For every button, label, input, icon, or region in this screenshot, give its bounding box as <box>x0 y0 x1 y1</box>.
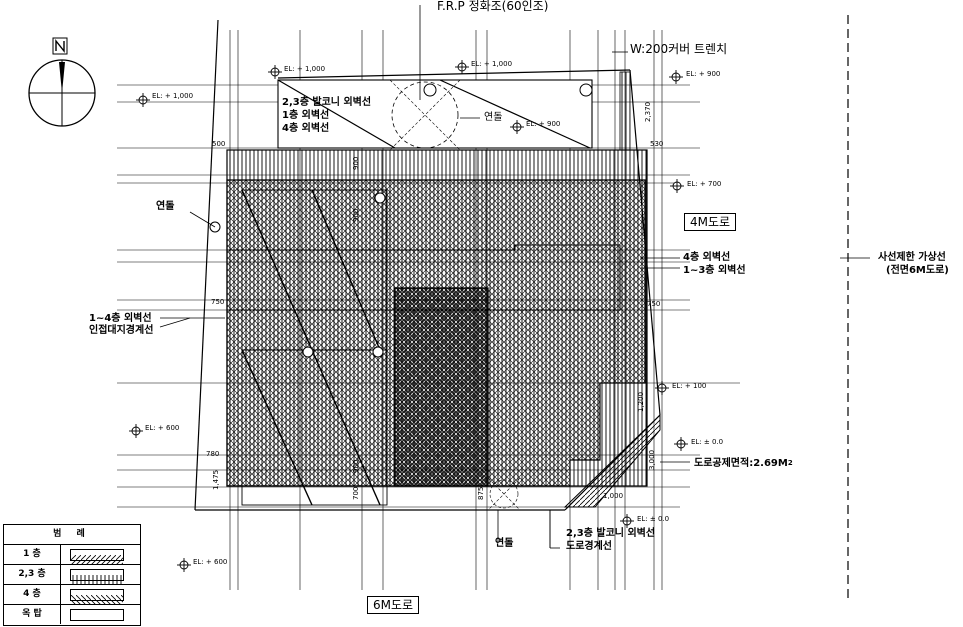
dimension-label: 1,000 <box>603 492 624 500</box>
septic-area <box>277 5 593 151</box>
dimension-label: 750 <box>211 298 225 306</box>
elevation-label: EL: + 900 <box>526 120 561 128</box>
chimney-label-bottom: 연돌 <box>495 538 514 549</box>
wall-13f-label-right: 1~3층 외벽선 <box>683 265 746 276</box>
dimension-label: 1,200 <box>637 391 645 412</box>
chimney-label-top: 연돌 <box>484 112 503 123</box>
dimension-label: 900 <box>352 156 360 170</box>
wall-4f-label-top: 4층 외벽선 <box>282 123 330 134</box>
legend-row-name: 4 층 <box>4 585 61 604</box>
building-floors <box>209 149 661 511</box>
legend-row: 4 층 <box>4 584 140 605</box>
balcony-23-label-bottom: 2,3층 발코니 외벽선 <box>566 528 656 539</box>
legend-swatch-23f <box>70 569 124 585</box>
road-6m-label: 6M도로 <box>367 596 420 614</box>
legend-row: 옥 탑 <box>4 604 140 624</box>
dimension-label: 900 <box>352 459 360 473</box>
boundary-label-left: 인접대지경계선 <box>89 325 154 336</box>
legend-row-name: 2,3 층 <box>4 565 61 584</box>
sightline-label-2: (전면6M도로) <box>886 265 949 276</box>
legend-swatch-4f <box>70 589 124 605</box>
legend-row: 1 층 <box>4 544 140 565</box>
dimension-label: 530 <box>650 140 664 148</box>
floor-4-hatch <box>394 287 489 487</box>
elevation-label: EL: + 600 <box>193 558 228 566</box>
dimension-label: 875 <box>477 486 485 500</box>
legend-swatch-1f <box>70 549 124 565</box>
road-boundary-label: 도로경계선 <box>566 541 612 552</box>
legend-swatch-rooftop <box>70 609 124 621</box>
elevation-label: EL: ± 0.0 <box>637 515 670 523</box>
elevation-label: EL: + 900 <box>686 70 721 78</box>
dimension-label: 900 <box>352 208 360 222</box>
road-deduction-label: 도로공제면적:2.69M2 <box>694 458 793 469</box>
legend-row-name: 1 층 <box>4 545 61 564</box>
dimension-label: 1,475 <box>212 469 220 490</box>
wall-4f-label-right: 4층 외벽선 <box>683 252 731 263</box>
trench-cover <box>619 71 631 151</box>
elevation-label: EL: ± 0.0 <box>691 438 724 446</box>
elevation-markers <box>129 60 688 572</box>
road-deduction-hatch <box>563 413 661 508</box>
road-4m-label: 4M도로 <box>684 213 737 231</box>
dimension-label: 780 <box>206 450 220 458</box>
elevation-label: EL: + 1,000 <box>152 92 194 100</box>
legend-table: 범 례 1 층 2,3 층 4 층 옥 탑 <box>3 524 141 626</box>
wall-14f-label-left: 1~4층 외벽선 <box>89 313 152 324</box>
north-arrow-icon <box>28 37 96 127</box>
elevation-label: EL: + 1,000 <box>471 60 513 68</box>
dimension-label: 750 <box>647 300 661 308</box>
legend-title: 범 례 <box>53 529 91 539</box>
dimension-label: 3,000 <box>648 449 656 470</box>
dimension-label: 500 <box>212 140 226 148</box>
elevation-label: EL: + 600 <box>145 424 180 432</box>
septic-label: F.R.P 정화조(60인조) <box>437 0 549 13</box>
dimension-label: 2,370 <box>644 101 652 122</box>
sightline-label-1: 사선제한 가상선 <box>878 252 946 263</box>
elevation-label: EL: + 1,000 <box>284 65 326 73</box>
dimension-label: 700 <box>352 486 360 500</box>
elevation-label: EL: + 700 <box>687 180 722 188</box>
leader-lines <box>159 51 690 549</box>
balcony-23-label-top: 2,3층 발코니 외벽선 <box>282 97 372 108</box>
elevation-label: EL: + 100 <box>672 382 707 390</box>
chimney-label-left: 연돌 <box>156 201 175 212</box>
trench-label: W:200커버 트렌치 <box>630 42 728 56</box>
wall-1f-label-top: 1층 외벽선 <box>282 110 330 121</box>
legend-row: 2,3 층 <box>4 564 140 585</box>
legend-row-name: 옥 탑 <box>4 605 61 624</box>
